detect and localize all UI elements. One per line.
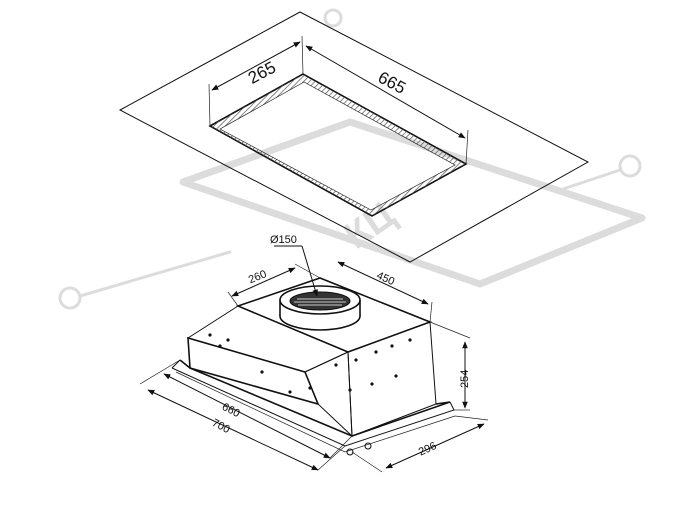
outer-width-dimension [147, 389, 319, 471]
depth-dimension [385, 423, 485, 469]
hood-screw [364, 442, 372, 450]
outlet-diameter-label: Ø150 [270, 234, 297, 246]
hood-view: Ø150 260 450 660 700 254 296 [139, 234, 489, 473]
depth-label: 296 [417, 440, 439, 458]
hood-bottom-edge [175, 371, 456, 453]
watermark-dot-top [323, 8, 343, 28]
top-depth-label: 260 [247, 268, 269, 286]
top-depth-dimension [231, 267, 296, 297]
ext-line [429, 301, 433, 323]
height-label: 254 [459, 370, 471, 388]
cutout-hatch [210, 74, 466, 216]
top-width-label: 450 [375, 270, 397, 288]
ext-line [429, 321, 471, 339]
cutout-width-dimension [305, 45, 466, 139]
watermark-line-left [78, 250, 232, 298]
cutout-width-label: 665 [375, 68, 409, 98]
outlet-grille [294, 298, 346, 306]
ext-line [208, 83, 211, 127]
hood-front-right [347, 321, 437, 437]
cutout-depth-label: 265 [245, 58, 279, 88]
watermark-logo: КЦ [58, 8, 646, 310]
watermark-dot-left [58, 286, 82, 310]
watermark-dot-right [618, 154, 642, 178]
outlet-leader [301, 245, 318, 297]
ext-line [317, 445, 346, 471]
cutout-depth-dimension [211, 41, 301, 91]
ext-line [227, 291, 239, 307]
cutout-inner [219, 81, 456, 211]
watermark-frame [179, 118, 646, 288]
ext-line [465, 129, 469, 165]
hood-screw [346, 448, 354, 456]
ext-line [294, 263, 321, 279]
ext-line [139, 359, 181, 385]
ext-line [351, 451, 383, 473]
ext-line [329, 435, 353, 459]
outer-width-label: 700 [210, 417, 232, 436]
top-width-dimension [337, 261, 429, 305]
ext-line [301, 35, 304, 75]
outlet-damper [289, 291, 351, 311]
hood-front-slope [304, 351, 353, 438]
watermark-line-right [558, 168, 622, 192]
inner-width-label: 660 [220, 401, 242, 420]
ext-line [454, 415, 489, 421]
